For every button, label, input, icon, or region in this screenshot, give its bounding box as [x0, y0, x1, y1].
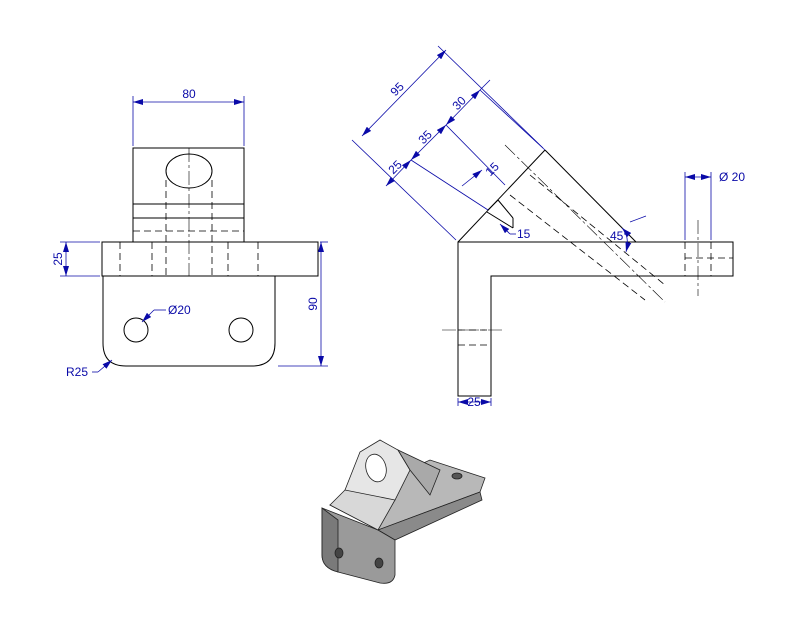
dim-side-length-label: 95: [387, 79, 407, 99]
front-hole-right: [228, 317, 254, 343]
front-view: 80 25 90 Ø20 R25: [51, 87, 328, 379]
iso-hole-2: [374, 557, 384, 569]
dim-leader: [629, 215, 647, 223]
side-lug-edge-1: [457, 149, 546, 243]
iso-lug-base: [329, 489, 396, 531]
dim-ext: [479, 79, 491, 91]
dim-side-mid: [410, 124, 447, 161]
front-hole-left: [123, 317, 149, 343]
iso-lug-side: [396, 449, 441, 496]
dim-ext: [410, 159, 489, 211]
dim-side-base-label: 25: [467, 395, 481, 409]
dim-side-slot-w-label: 15: [482, 159, 502, 179]
side-lug-slot: [486, 211, 514, 229]
side-lug-edge-2: [544, 149, 637, 243]
dim-front-height-label: 90: [306, 297, 320, 311]
isometric-view: [321, 439, 486, 584]
iso-lug-hole: [365, 453, 387, 483]
front-upper-block: [132, 147, 245, 242]
side-lug-slot: [487, 199, 499, 211]
side-lug-hidden: [509, 194, 646, 301]
dim-side-angle: [621, 227, 632, 253]
dim-side-hole-label: Ø 20: [719, 170, 745, 184]
side-lug-centerline: [504, 144, 666, 303]
dim-front-hole-label: Ø20: [168, 303, 191, 317]
dim-leader: [141, 309, 155, 323]
side-view: 95 30 35 25 15 15 45° Ø 20 25: [351, 45, 745, 409]
front-plate-outline: [101, 241, 319, 367]
side-lug-slot: [497, 199, 514, 219]
dim-side-top-label: 30: [449, 93, 469, 113]
dim-side-top: [445, 89, 481, 126]
dim-side-low-label: 25: [385, 157, 405, 177]
dim-front-radius-label: R25: [66, 365, 88, 379]
side-lug-hidden: [529, 174, 666, 286]
dim-side-slot-w: [461, 169, 483, 187]
dim-ext: [437, 45, 544, 149]
dim-side-low: [385, 159, 412, 187]
dim-leader: [97, 359, 113, 373]
dim-side-length: [361, 49, 447, 137]
dim-side-angle-label: 45°: [610, 229, 628, 243]
dim-side-slot-d: [499, 223, 511, 235]
dim-side-slot-d-label: 15: [517, 227, 531, 241]
iso-vertical-plate-side: [321, 507, 339, 573]
dim-front-width-label: 80: [182, 87, 196, 101]
iso-hole-1: [334, 547, 344, 559]
side-profile: [457, 241, 734, 397]
dim-ext: [479, 89, 546, 151]
iso-hole-3: [451, 472, 463, 480]
dim-front-thickness-label: 25: [51, 252, 65, 266]
dim-ext: [445, 124, 506, 186]
dim-side-mid-label: 35: [415, 127, 435, 147]
dim-ext: [351, 139, 457, 241]
